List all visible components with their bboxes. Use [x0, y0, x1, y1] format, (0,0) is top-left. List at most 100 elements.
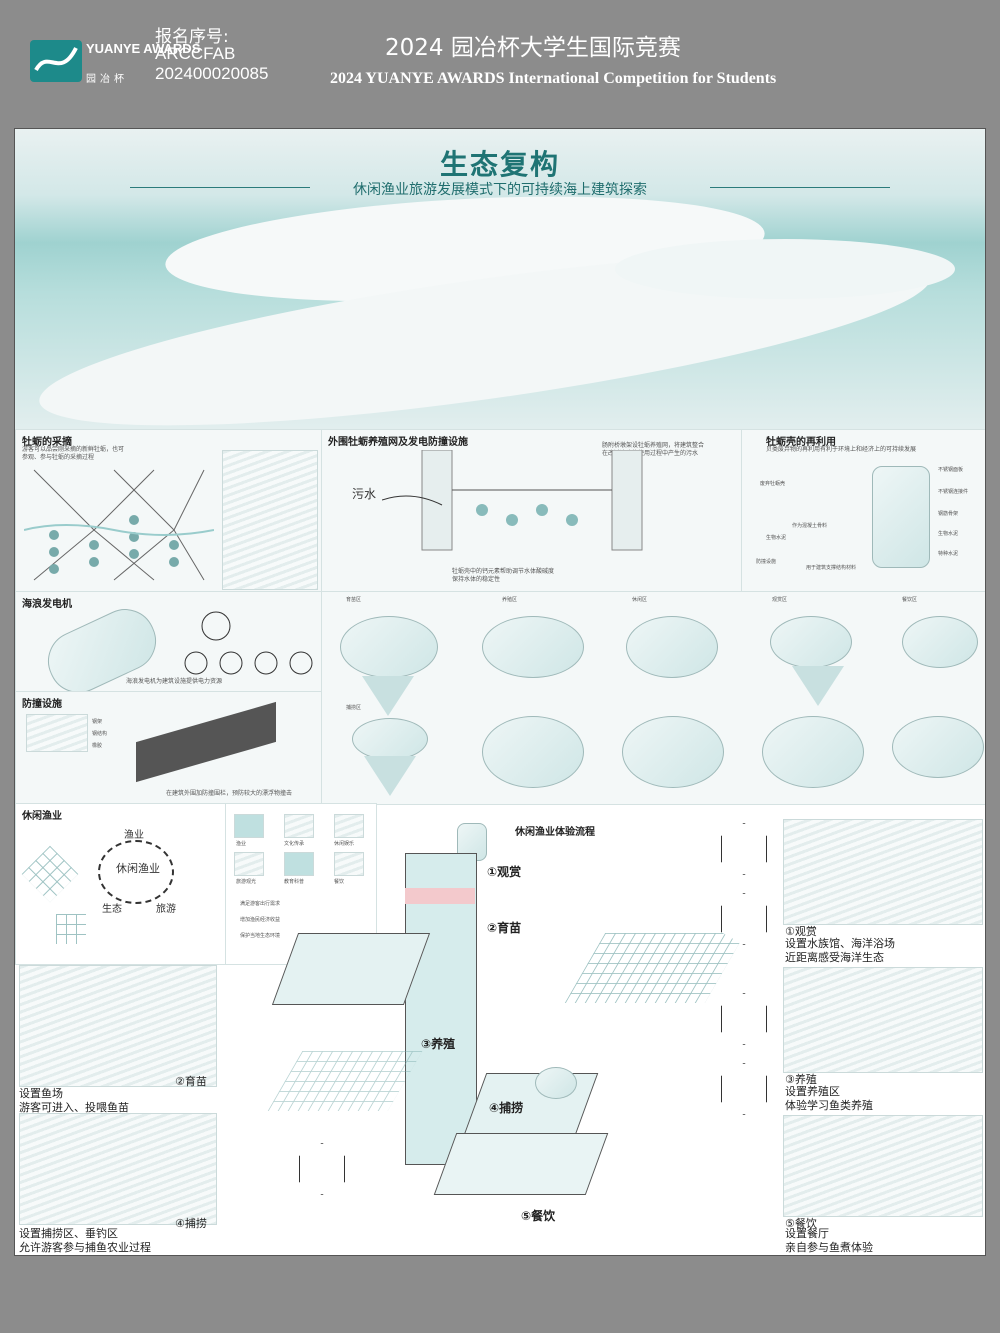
fender-detail — [26, 714, 88, 752]
zone-label: 休闲区 — [632, 597, 648, 603]
category-label: 教育科普 — [284, 879, 305, 885]
scene-caption: 设置捕捞区、垂钓区 允许游客参与捕鱼农业过程 — [19, 1227, 151, 1254]
section-title: 牡蛎壳的再利用 — [766, 437, 836, 448]
scene-caption: 设置养殖区 体验学习鱼类养殖 — [785, 1085, 873, 1112]
section-title: 防撞设施 — [22, 699, 62, 710]
sandbar — [615, 239, 955, 299]
farm-scene-sketch — [783, 967, 983, 1073]
category-icon — [284, 814, 314, 838]
unit-model — [770, 616, 852, 668]
net-grid — [564, 933, 746, 1003]
unit-model — [902, 616, 978, 668]
unit-model — [340, 616, 438, 678]
unit-base — [364, 756, 416, 796]
unit-model — [352, 718, 428, 760]
reuse-label: 特种水泥 — [938, 551, 959, 557]
unit-model — [482, 616, 584, 678]
scene-number: ②育苗 — [175, 1075, 207, 1088]
poster-subtitle: 休闲渔业旅游发展模式下的可持续海上建筑探索 — [353, 182, 647, 198]
category-label: 文化传承 — [284, 841, 305, 847]
category-label: 休闲娱乐 — [334, 841, 355, 847]
section-note: 游客可以品尝刚采摘的新鲜牡蛎，也可 参观、参与牡蛎的采摘过程 — [22, 446, 125, 461]
oyster-rope-diagram — [24, 469, 214, 581]
panel-oyster-harvest: 牡蛎的采摘 游客可以品尝刚采摘的新鲜牡蛎，也可 参观、参与牡蛎的采摘过程 — [15, 429, 323, 593]
flow-step: ②育苗 — [487, 921, 522, 935]
category-label: 旅游观光 — [236, 879, 257, 885]
section-title: 牡蛎的采摘 — [22, 437, 72, 448]
category-icon — [234, 814, 264, 838]
reuse-label: 生物水泥 — [766, 535, 787, 541]
fender-rail — [136, 701, 276, 783]
scene-number: ④捕捞 — [175, 1217, 207, 1230]
catch-platform — [463, 1073, 599, 1135]
layered-column — [872, 466, 930, 568]
seedling-scene-sketch — [19, 965, 217, 1087]
flow-building-spine — [405, 853, 477, 1165]
zone-label: 捕捞区 — [346, 705, 362, 711]
poster-title: 生态复构 — [439, 148, 560, 181]
footer-band — [0, 1270, 1000, 1333]
seedling-platform — [271, 933, 431, 1005]
detail-hexagon — [721, 993, 767, 1045]
reuse-label: 作为混凝土骨料 — [792, 523, 828, 529]
net-icon — [56, 914, 86, 944]
poster-board: 生态复构 休闲渔业旅游发展模式下的可持续海上建筑探索 牡蛎的采摘 游客可以品尝刚… — [14, 128, 986, 1256]
reuse-label: 用于建筑支撑结构材料 — [806, 565, 857, 571]
category-label: 餐饮 — [334, 879, 345, 885]
anti-label: 钢结构 — [92, 731, 108, 737]
flow-step: ⑤餐饮 — [521, 1209, 556, 1223]
scene-number: ①观赏 — [785, 925, 817, 938]
reuse-label: 防撞设施 — [756, 559, 777, 565]
category-icon — [334, 852, 364, 876]
competition-title-en: 2024 YUANYE AWARDS International Competi… — [330, 70, 777, 87]
pink-connector — [405, 888, 475, 904]
cycle-node: 旅游 — [156, 904, 176, 915]
scene-number: ⑤餐饮 — [785, 1217, 817, 1230]
panel-shell-reuse: 牡蛎壳的再利用 贝类废弃物的再利用有利于环境上和经济上的可持续发展 废弃牡蛎壳 … — [741, 429, 985, 593]
hero-render: 生态复构 休闲渔业旅游发展模式下的可持续海上建筑探索 — [15, 129, 985, 462]
unit-model — [762, 716, 864, 788]
calcium-note: 牡蛎壳中的钙元素帮助调节水体酸碱度 保持水体的稳定性 — [452, 568, 555, 583]
section-note: 贝类废弃物的再利用有利于环境上和经济上的可持续发展 — [766, 446, 917, 453]
scene-caption: 设置鱼场 游客可进入、投喂鱼苗 — [19, 1087, 129, 1114]
dining-platform — [433, 1133, 609, 1195]
reuse-label: 废弃牡蛎壳 — [760, 481, 786, 487]
panel-anti-collision: 防撞设施 钢架 钢结构 橡胶 在建筑外围加防撞围栏，预防较大的漂浮物撞击 — [15, 691, 323, 805]
yuanye-logo-icon — [30, 40, 82, 82]
unit-model — [622, 716, 724, 788]
registration-number: 202400020085 — [155, 64, 269, 83]
cycle-center: 休闲渔业 — [116, 862, 160, 875]
unit-model — [482, 716, 584, 788]
section-note: 在建筑外围加防撞围栏，预防较大的漂浮物撞击 — [166, 790, 293, 797]
zone-label: 养殖区 — [502, 597, 518, 603]
unit-model — [892, 716, 984, 778]
section-title: 外围牡蛎养殖网及发电防撞设施 — [328, 437, 468, 448]
truss-grid — [267, 1051, 423, 1111]
category-icon — [334, 814, 364, 838]
detail-hexagon — [721, 823, 767, 875]
reuse-label: 钢筋骨架 — [938, 511, 959, 517]
title-rule — [710, 187, 890, 188]
panel-experience-flow: 休闲渔业体验流程 ①观赏 ②育苗 ③养殖 ④捕捞 ⑤餐饮 — [225, 803, 781, 1255]
registration-label: 报名序号: — [155, 27, 229, 47]
logo-sub: 园冶杯 — [86, 74, 128, 85]
reuse-label: 不锈钢面板 — [938, 467, 964, 473]
section-title: 休闲渔业体验流程 — [515, 827, 595, 838]
cycle-ring — [98, 840, 174, 904]
benefit-label: 增加渔民经济收益 — [240, 917, 281, 923]
unit-model — [626, 616, 718, 678]
category-icon — [234, 852, 264, 876]
panel-leisure-fishery: 休闲渔业 休闲渔业 渔业 生态 旅游 — [15, 803, 227, 965]
flow-step: ④捕捞 — [489, 1101, 524, 1115]
benefit-label: 保护当地生态环境 — [240, 933, 281, 939]
reuse-label: 不锈钢连接件 — [938, 489, 969, 495]
scene-caption: 设置水族馆、海洋浴场 近距离感受海洋生态 — [785, 937, 895, 964]
anti-label: 橡胶 — [92, 743, 103, 749]
section-note: 海浪发电机为建筑设施提供电力资源 — [126, 678, 223, 685]
turbine-icons — [184, 611, 313, 675]
zone-label: 育苗区 — [346, 597, 362, 603]
detail-hexagon — [299, 1143, 345, 1195]
view-scene-sketch — [783, 819, 983, 925]
cycle-node: 生态 — [102, 904, 122, 915]
section-note: 肠附桥墩架设牡蛎养殖网，将建筑整合 在改过滤建筑使用过程中产生的污水 — [602, 442, 705, 457]
